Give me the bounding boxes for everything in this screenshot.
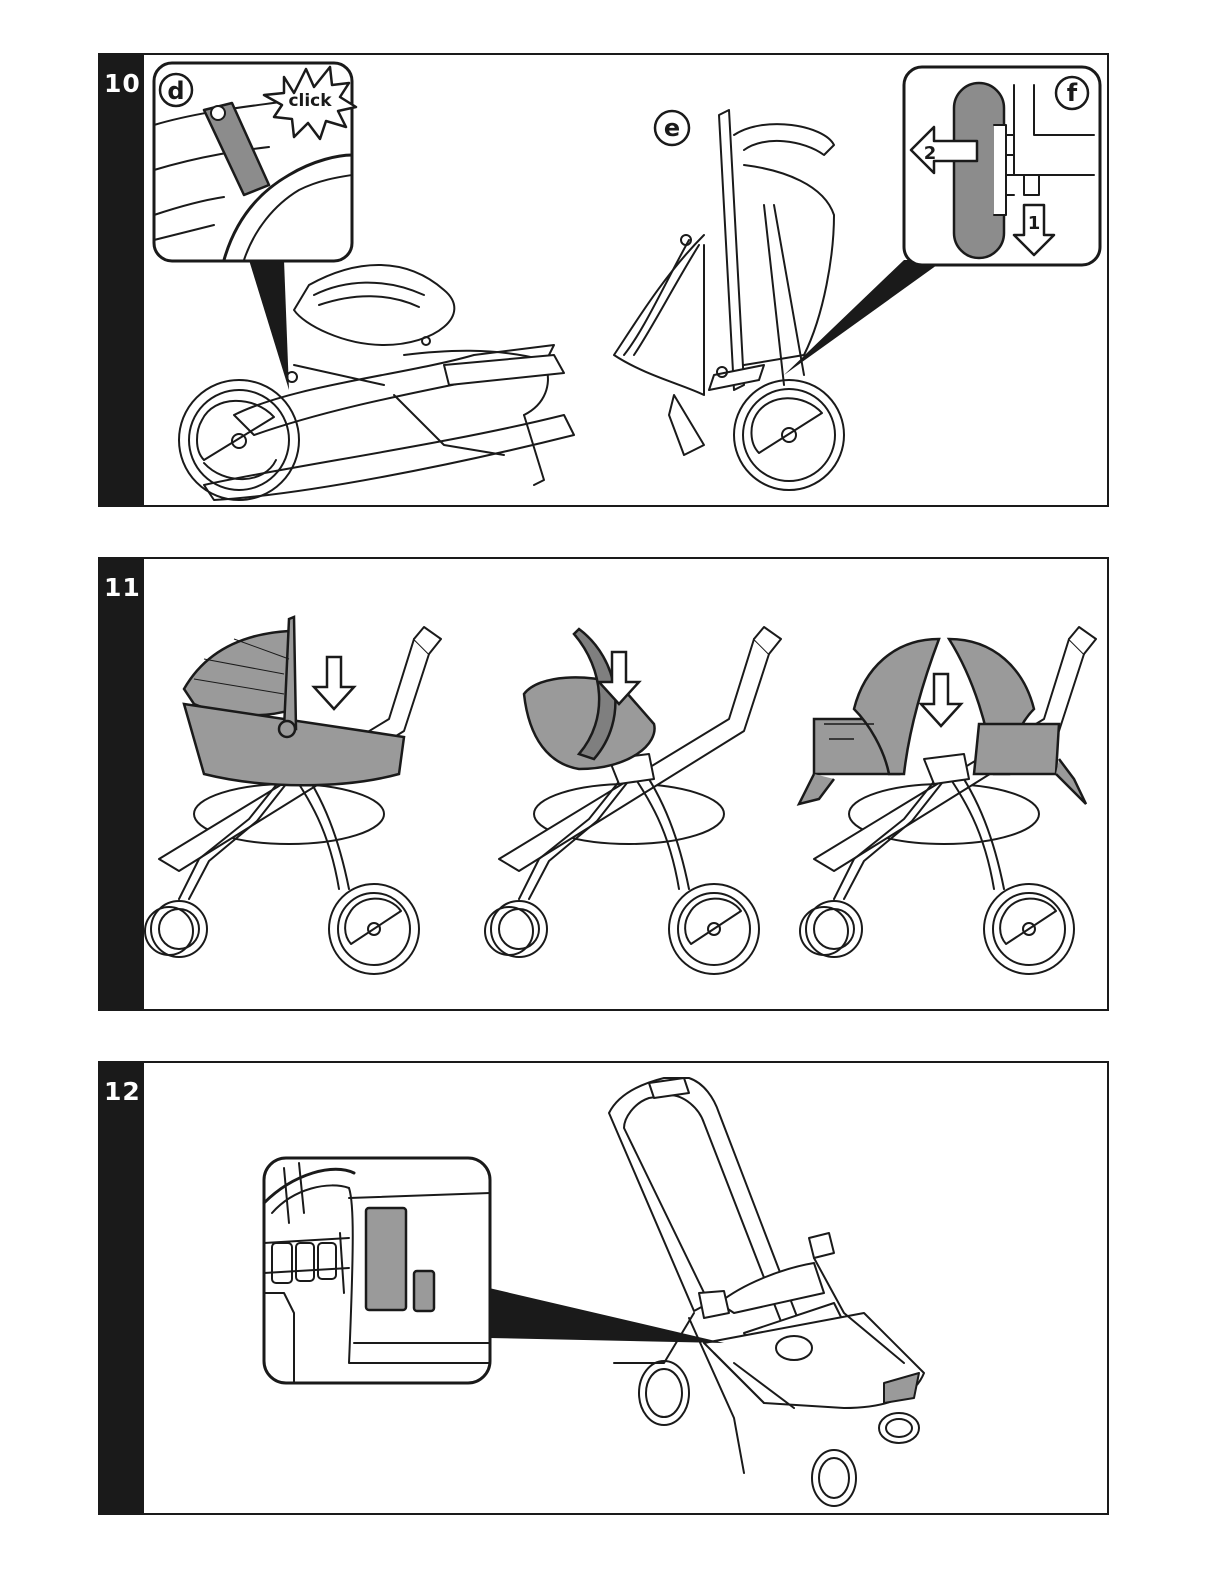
stroller-with-seat-unit — [799, 627, 1096, 974]
wheel-right-10 — [734, 380, 844, 490]
step-10-illustration: d click e — [144, 55, 1107, 505]
folded-stroller-right — [614, 110, 834, 455]
step-number-strip: 10 — [100, 55, 144, 505]
down-arrow-icon — [314, 657, 354, 709]
click-label: click — [288, 91, 332, 111]
step-11-panel: 11 — [98, 557, 1109, 1011]
step-number: 11 — [104, 573, 141, 602]
down-arrow-icon — [921, 674, 961, 726]
step-number: 10 — [104, 69, 141, 98]
step-12-panel: 12 — [98, 1061, 1109, 1515]
step-number: 12 — [104, 1077, 141, 1106]
arrow-label-2: 2 — [924, 143, 937, 164]
folded-stroller-left — [204, 265, 574, 500]
stroller-with-car-seat — [485, 627, 781, 974]
callout-d-letter: d — [167, 77, 184, 105]
step-number-strip: 12 — [100, 1063, 144, 1513]
callout-e-letter: e — [664, 114, 680, 142]
stroller-with-carrycot — [145, 617, 441, 974]
step-11-illustration — [144, 559, 1107, 1009]
arrow-label-1: 1 — [1028, 213, 1041, 234]
zoom-callout — [264, 1158, 490, 1383]
step-number-strip: 11 — [100, 559, 144, 1009]
callout-f-letter: f — [1067, 79, 1078, 107]
step-10-panel: 10 — [98, 53, 1109, 507]
step-12-illustration — [144, 1063, 1107, 1513]
